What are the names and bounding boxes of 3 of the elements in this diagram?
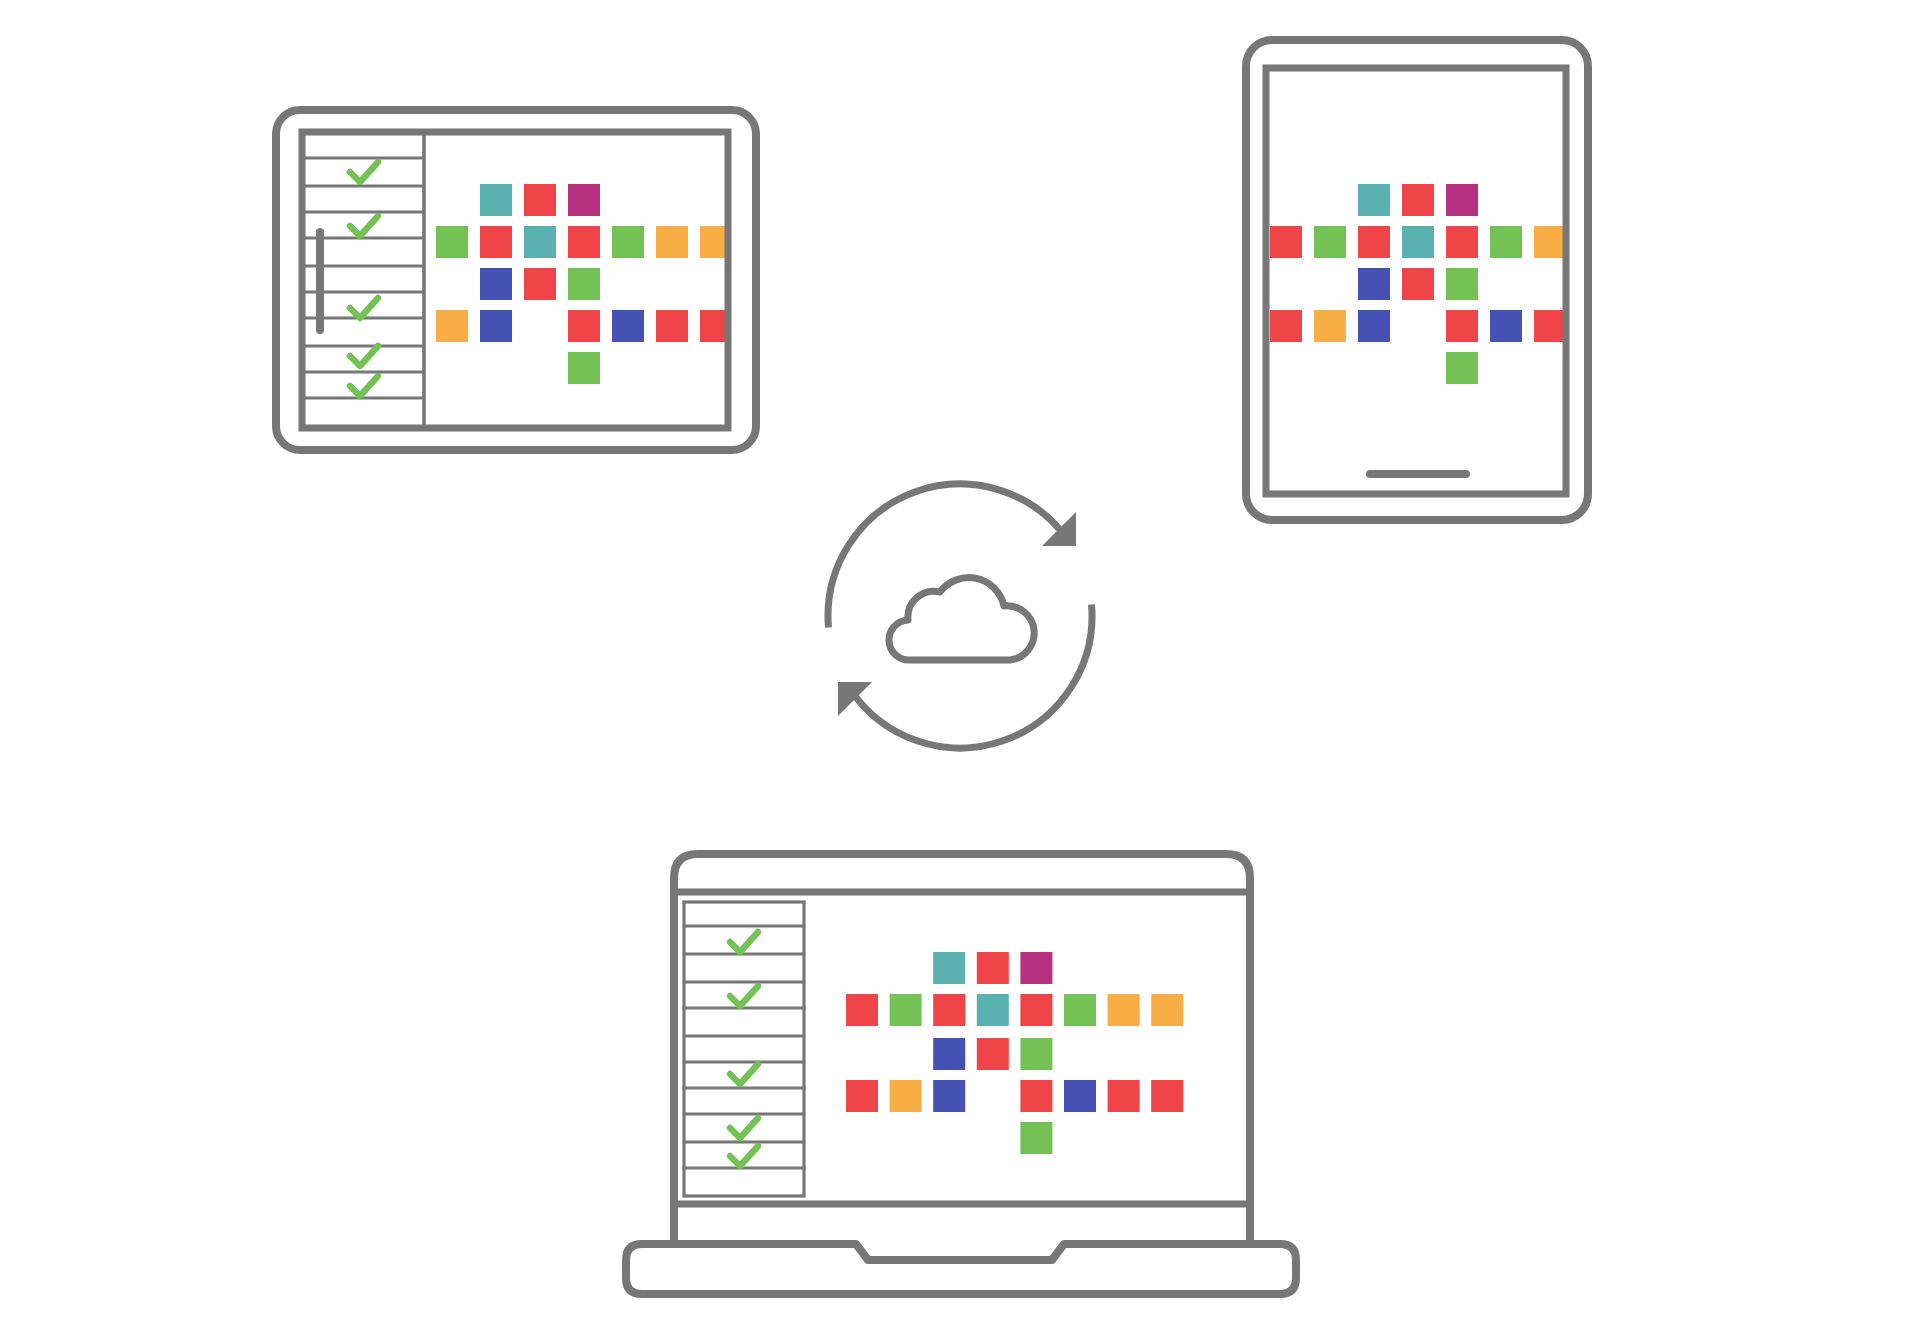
tablet-illustration [1242,36,1592,524]
tablet-illustration [272,106,760,454]
laptop-illustration [622,850,1300,1300]
